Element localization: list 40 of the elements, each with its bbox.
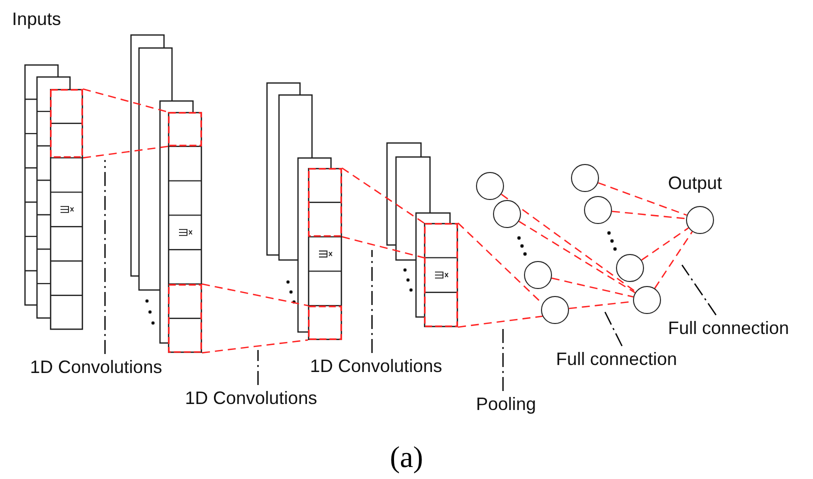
- feature-map-column: [424, 223, 458, 328]
- neuron-circle: [493, 200, 521, 228]
- layer-label: Output: [668, 172, 722, 194]
- connection-line: [202, 283, 308, 306]
- neuron-circle: [571, 164, 599, 192]
- connection-line: [598, 182, 688, 216]
- neuron-circle: [524, 261, 552, 289]
- feature-map-column: [308, 168, 342, 340]
- layer-label: Full connection: [668, 317, 790, 339]
- connection-line: [82, 146, 168, 158]
- layer-label: 1D Convolutions: [30, 356, 162, 378]
- feature-map-column: [50, 89, 83, 330]
- connection-line: [552, 278, 634, 298]
- layer-label: 1D Convolutions: [185, 387, 318, 409]
- layer-label: 1D Convolutions: [310, 355, 442, 377]
- connection-line: [612, 210, 686, 220]
- layer-label: Full connection: [556, 348, 678, 370]
- neuron-circle: [686, 206, 714, 234]
- layer-label: Pooling: [476, 393, 536, 415]
- connection-line: [82, 88, 168, 113]
- connection-line: [500, 194, 636, 292]
- connection-line: [654, 231, 693, 289]
- leader-line: [257, 350, 259, 385]
- neuron-circle: [541, 296, 569, 324]
- connection-line: [342, 167, 424, 224]
- connection-line: [518, 220, 636, 294]
- leader-line: [104, 160, 106, 354]
- connection-line: [202, 339, 308, 354]
- figure-caption: (a): [390, 441, 424, 474]
- neuron-circle: [633, 286, 661, 314]
- neuron-circle: [616, 254, 644, 282]
- neuron-circle: [584, 196, 612, 224]
- neuron-circle: [476, 172, 504, 200]
- layer-label: Inputs: [12, 8, 62, 30]
- connection-line: [458, 316, 543, 328]
- feature-map-column: [168, 112, 202, 353]
- leader-line: [681, 264, 717, 316]
- connection-line: [641, 227, 689, 261]
- leader-line: [371, 250, 373, 353]
- leader-line: [604, 312, 623, 346]
